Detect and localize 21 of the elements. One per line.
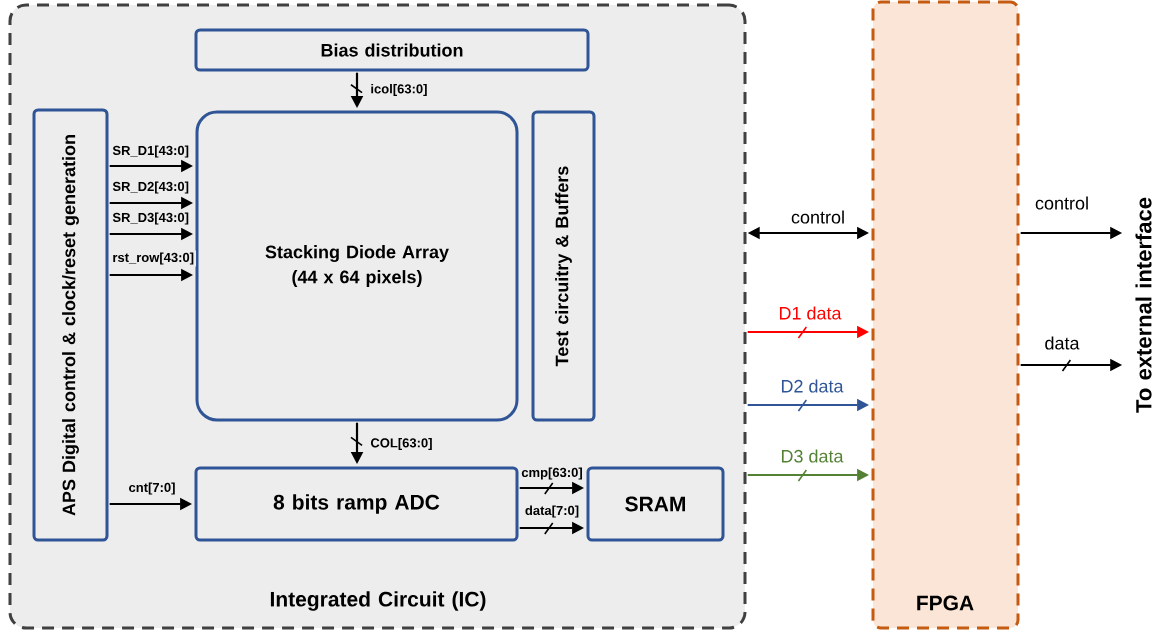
edge-label: control — [1033, 194, 1091, 212]
edge-label: SR_D2[43:0] — [110, 179, 191, 196]
edge-label: D1 data — [776, 304, 844, 322]
edge-label: SR_D1[43:0] — [110, 143, 191, 160]
edge-label: data[7:0] — [522, 503, 582, 520]
edge-label: D3 data — [778, 447, 846, 465]
edge-label: cmp[63:0] — [519, 465, 585, 482]
side-label: To external interface — [1135, 197, 1152, 413]
edge-label: data — [1042, 334, 1082, 352]
edge-label: cnt[7:0] — [126, 480, 178, 497]
edge-label: control — [789, 208, 847, 226]
block-box: SRAM — [586, 466, 725, 542]
edge-label: rst_row[43:0] — [110, 250, 197, 267]
array-box: Stacking Diode Array (44 x 64 pixels) — [195, 110, 519, 422]
block-box: 8 bits ramp ADC — [194, 466, 519, 542]
edge-label: D2 data — [778, 377, 846, 395]
block-box: APS Digital control & clock/reset generation — [32, 108, 109, 542]
dashed-panel: FPGA — [871, 0, 1020, 630]
block-box: Bias distribution — [194, 28, 590, 72]
block-box: Test circuitry & Buffers — [531, 110, 596, 422]
edge-label: SR_D3[43:0] — [110, 210, 191, 227]
